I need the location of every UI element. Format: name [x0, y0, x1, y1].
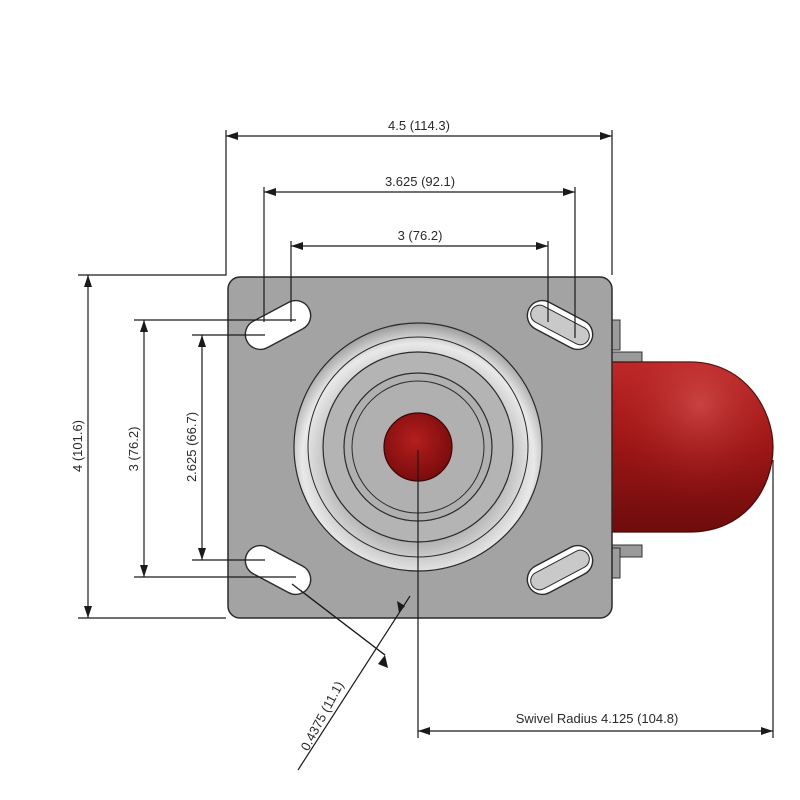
slot-bottom-left: [244, 544, 312, 596]
overall-height-label: 4 (101.6): [70, 420, 85, 472]
extension-lines: [78, 130, 774, 738]
wheel: [609, 351, 774, 558]
dim-overall-width: 4.5 (114.3): [226, 118, 612, 140]
bolt-height-outer-label: 3 (76.2): [126, 427, 141, 472]
dim-bolt-height-inner: 2.625 (66.7): [184, 335, 206, 560]
dim-swivel-radius: Swivel Radius 4.125 (104.8): [418, 711, 773, 735]
dim-bolt-width-inner: 3 (76.2): [291, 228, 548, 250]
bolt-height-inner-label: 2.625 (66.7): [184, 412, 199, 482]
dim-bolt-height-outer: 3 (76.2): [126, 320, 148, 577]
slot-top-left: [244, 299, 312, 351]
dim-overall-height: 4 (101.6): [70, 275, 92, 618]
slot-width-label: 0.4375 (11.1): [297, 679, 346, 753]
bolt-width-inner-label: 3 (76.2): [398, 228, 443, 243]
swivel-radius-label: Swivel Radius 4.125 (104.8): [516, 711, 679, 726]
mounting-slots: [244, 299, 594, 596]
overall-width-label: 4.5 (114.3): [388, 118, 450, 133]
slot-bottom-right: [526, 544, 594, 596]
dim-bolt-width-outer: 3.625 (92.1): [264, 174, 575, 196]
bolt-width-outer-label: 3.625 (92.1): [385, 174, 455, 189]
